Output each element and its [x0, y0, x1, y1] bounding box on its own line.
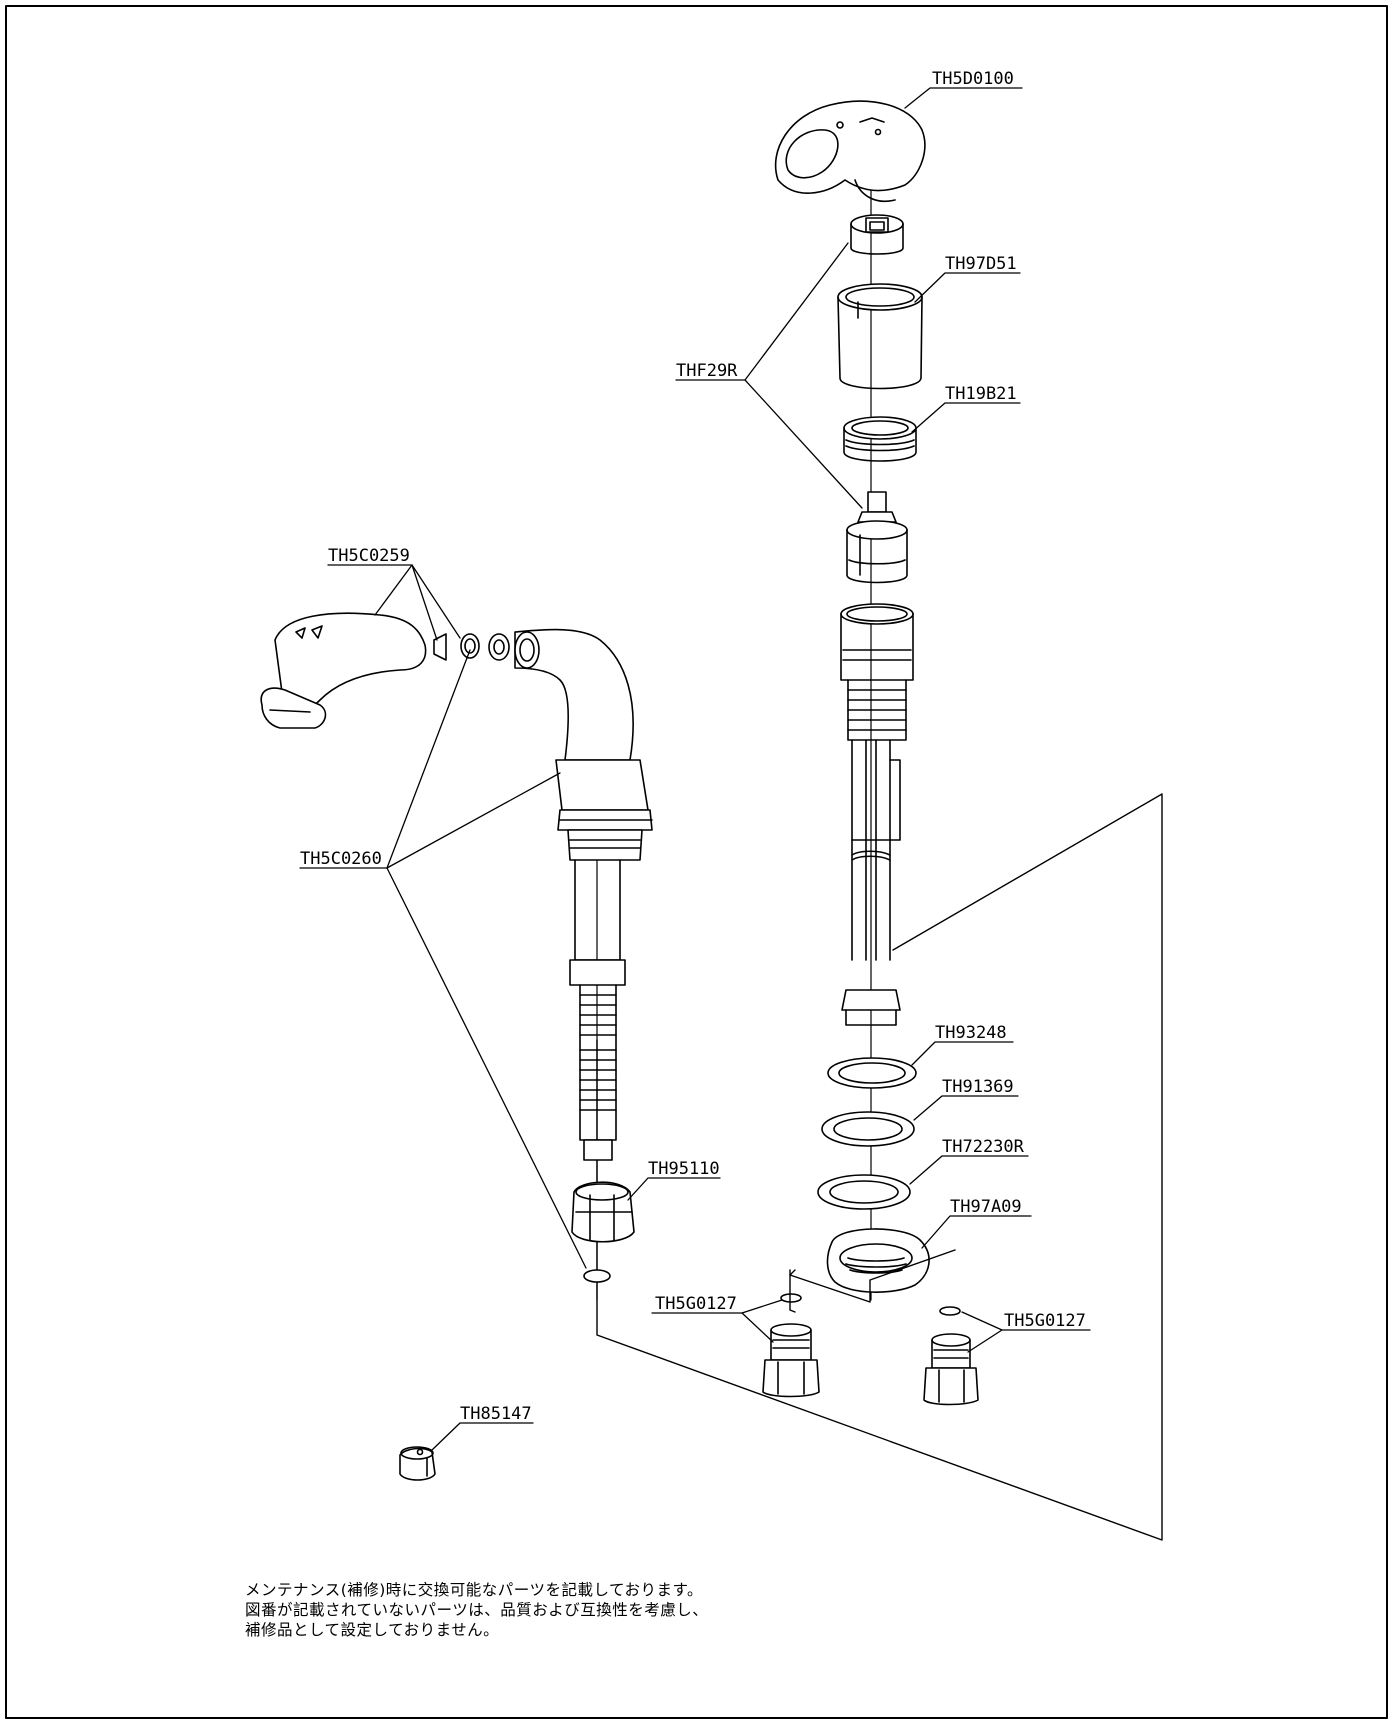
label-weight: TH85147	[460, 1404, 532, 1424]
label-joint-right: TH5G0127	[1004, 1311, 1086, 1331]
joint-right-part	[923, 1306, 979, 1406]
shower-head-part	[260, 612, 510, 729]
bonnet-nut-part	[843, 416, 917, 462]
label-packing-2: TH91369	[942, 1077, 1014, 1097]
label-mount-nut: TH97A09	[950, 1197, 1022, 1217]
label-packing-1: TH93248	[935, 1023, 1007, 1043]
label-cover: TH97D51	[945, 254, 1017, 274]
label-handle: TH5D0100	[932, 69, 1014, 89]
joint-left-part	[762, 1293, 820, 1398]
label-packing-3: TH72230R	[942, 1137, 1025, 1157]
note-line-3: 補修品として設定しておりません。	[245, 1621, 500, 1639]
cartridge-body-part	[846, 491, 908, 584]
leader-lines	[299, 87, 1091, 1451]
washer-3-part	[817, 1174, 911, 1210]
label-cartridge: THF29R	[676, 361, 738, 381]
label-spout: TH5C0260	[300, 849, 382, 869]
label-shower-head: TH5C0259	[328, 546, 410, 566]
washer-1-part	[827, 1057, 917, 1089]
note-line-1: メンテナンス(補修)時に交換可能なパーツを記載しております。	[245, 1581, 703, 1599]
spout-part	[514, 628, 653, 1161]
handle-part	[774, 100, 926, 202]
faucet-body-part	[840, 603, 914, 1026]
small-washer-part	[583, 1269, 611, 1283]
washer-2-part	[821, 1111, 915, 1147]
hose-guide-part	[571, 1181, 635, 1243]
cartridge-cap-part	[850, 214, 904, 255]
cover-sleeve-part	[837, 283, 923, 390]
mounting-nut-part	[826, 1228, 930, 1293]
note-line-2: 図番が記載されていないパーツは、品質および互換性を考慮し、	[245, 1601, 709, 1619]
label-nut: TH19B21	[945, 384, 1017, 404]
weight-part	[399, 1446, 436, 1481]
drawing-border	[5, 5, 1388, 1719]
maintenance-note: メンテナンス(補修)時に交換可能なパーツを記載しております。 図番が記載されてい…	[245, 1580, 865, 1640]
label-joint-left: TH5G0127	[655, 1294, 737, 1314]
label-hose-guide: TH95110	[648, 1159, 720, 1179]
